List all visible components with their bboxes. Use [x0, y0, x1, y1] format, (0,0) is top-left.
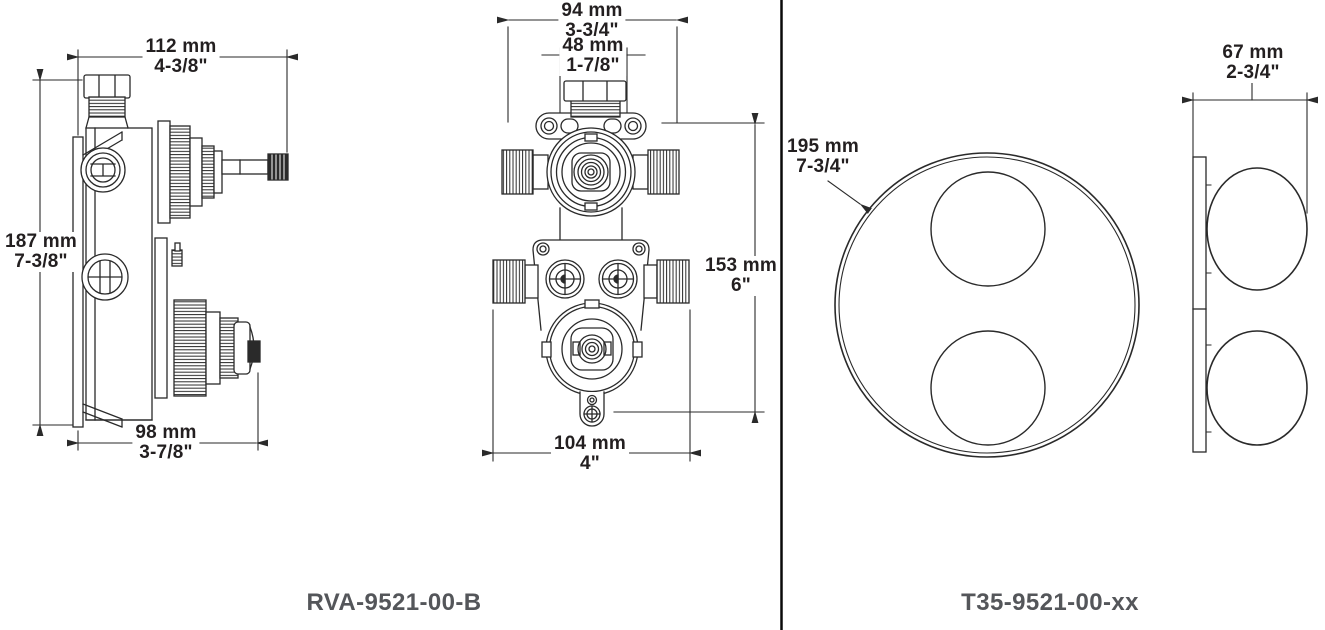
dim-mm-value: 112 mm	[142, 37, 220, 57]
dim-mm-value: 67 mm	[1219, 43, 1287, 63]
dim-label-front-height: 153 mm 6"	[702, 256, 780, 296]
dim-in-value: 6"	[702, 276, 780, 296]
dim-mm-value: 195 mm	[784, 137, 862, 157]
dim-mm-value: 98 mm	[132, 423, 200, 443]
trim-plate-drawing	[827, 152, 1140, 458]
dim-in-value: 7-3/8"	[2, 252, 80, 272]
dim-in-value: 7-3/4"	[784, 157, 862, 177]
dim-label-trim-diameter: 195 mm 7-3/4"	[784, 137, 862, 177]
valve-model-number: RVA-9521-00-B	[306, 589, 482, 616]
dim-mm-value: 153 mm	[702, 256, 780, 276]
dim-in-value: 1-7/8"	[559, 56, 627, 76]
dim-in-value: 4-3/8"	[142, 57, 220, 77]
side-view-drawing	[72, 74, 289, 428]
trim-model-number: T35-9521-00-xx	[961, 589, 1139, 616]
dim-label-front-bottom-width: 104 mm 4"	[551, 434, 629, 474]
dim-label-trim-depth: 67 mm 2-3/4"	[1219, 43, 1287, 83]
profile-view-dimension-lines	[1181, 82, 1319, 214]
dim-label-side-bottom-width: 98 mm 3-7/8"	[132, 423, 200, 463]
dim-label-side-top-width: 112 mm 4-3/8"	[142, 37, 220, 77]
dim-mm-value: 187 mm	[2, 232, 80, 252]
front-view-drawing	[492, 80, 690, 427]
dim-label-side-height: 187 mm 7-3/8"	[2, 232, 80, 272]
dim-label-front-nut-width: 48 mm 1-7/8"	[559, 36, 627, 76]
dim-in-value: 3-7/8"	[132, 443, 200, 463]
dim-mm-value: 94 mm	[558, 1, 626, 21]
profile-view-drawing	[1192, 156, 1308, 453]
dim-in-value: 2-3/4"	[1219, 63, 1287, 83]
dim-mm-value: 104 mm	[551, 434, 629, 454]
dim-mm-value: 48 mm	[559, 36, 627, 56]
dim-in-value: 4"	[551, 454, 629, 474]
